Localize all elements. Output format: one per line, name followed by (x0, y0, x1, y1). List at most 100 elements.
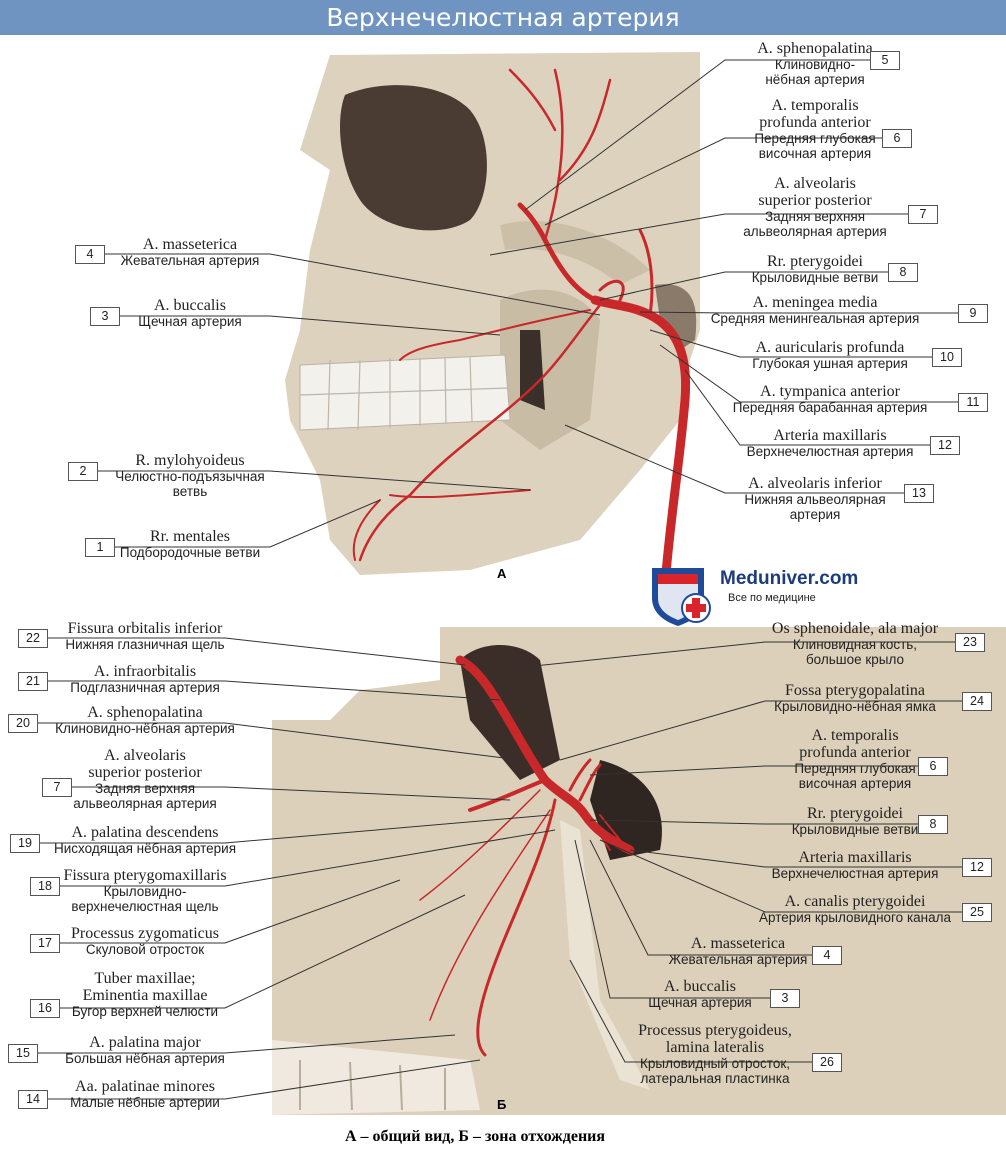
latin-term: A. sphenopalatina (87, 704, 203, 721)
russian-term: Челюстно-подъязычная (115, 469, 265, 484)
leader-line (599, 271, 888, 301)
latin-term: A. canalis pterygoidei (784, 893, 926, 910)
russian-term: Передняя глубокая (794, 761, 916, 776)
label-number-box: 12 (962, 858, 992, 877)
russian-term: Задняя верхняя (764, 209, 866, 224)
russian-term: Жевательная артерия (120, 253, 260, 268)
latin-term: profunda anterior (799, 744, 911, 761)
russian-term: Клиновидно-нёбная артерия (55, 721, 235, 736)
russian-term: Большая нёбная артерия (65, 1051, 225, 1066)
leader-line (48, 637, 466, 666)
label-number-box: 23 (955, 633, 985, 652)
label-number-box: 16 (30, 999, 60, 1018)
russian-term: Крыловидный отросток, (639, 1056, 791, 1071)
leader-line (589, 839, 812, 956)
label-number-box: 4 (812, 946, 842, 965)
leader-line (559, 700, 962, 761)
russian-term: верхнечелюстная щель (71, 899, 219, 914)
latin-term: Os sphenoidale, ala major (771, 620, 939, 637)
leader-line (60, 829, 556, 887)
leader-line (684, 369, 930, 446)
latin-term: Arteria maxillaris (773, 427, 887, 444)
leader-line (564, 424, 904, 494)
leader-line (38, 722, 521, 761)
leader-line (115, 499, 381, 548)
russian-term: ветвь (172, 484, 208, 499)
latin-term: A. masseterica (690, 935, 786, 952)
russian-term: Малые нёбные артерии (70, 1095, 220, 1110)
latin-term: Fissura pterygomaxillaris (63, 867, 227, 884)
label-number-box: 8 (888, 263, 918, 282)
leader-line (514, 641, 955, 669)
latin-term: Processus pterygoideus, (638, 1022, 792, 1039)
label-number-box: 4 (75, 245, 105, 264)
shield-cross-icon (652, 568, 711, 626)
logo-tagline: Все по медицине (728, 592, 816, 604)
leader-lines (38, 59, 962, 1100)
label-number-box: 12 (930, 436, 960, 455)
russian-term: Бугор верхней челюсти (71, 1004, 219, 1019)
leader-line (48, 1059, 481, 1100)
label-number-box: 5 (870, 51, 900, 70)
leader-line (589, 819, 918, 825)
russian-term: Крыловидные ветви (791, 822, 919, 837)
leader-line (629, 849, 962, 868)
label-number-box: 18 (30, 877, 60, 896)
label-number-box: 21 (18, 672, 48, 691)
leader-line (72, 786, 511, 801)
figure-caption: А – общий вид, Б – зона отхождения (344, 1128, 606, 1145)
latin-term: A. sphenopalatina (757, 40, 873, 57)
latin-term: Fossa pterygopalatina (785, 682, 925, 699)
latin-term: R. mylohyoideus (135, 452, 245, 469)
russian-term: Нижняя глазничная щель (65, 637, 225, 652)
label-number-box: 1 (85, 538, 115, 557)
leader-line (120, 315, 501, 336)
leader-line (569, 959, 812, 1063)
latin-term: A. temporalis (771, 97, 859, 114)
russian-term: Нисходящая нёбная артерия (53, 841, 237, 856)
russian-term: латеральная пластинка (640, 1071, 790, 1086)
label-number-box: 7 (908, 205, 938, 224)
russian-term: Клиновидная кость, (792, 637, 918, 652)
russian-term: Щечная артерия (138, 314, 242, 329)
logo-name: Meduniver.com (720, 568, 859, 589)
latin-term: A. tympanica anterior (760, 383, 900, 400)
latin-term: A. temporalis (811, 727, 899, 744)
russian-term: Крыловидно-нёбная ямка (774, 699, 936, 714)
russian-term: Средняя менингеальная артерия (710, 311, 920, 326)
meduniver-logo: Meduniver.com Все по медицине (648, 562, 858, 628)
pterygopalatine-zone-view (272, 627, 1006, 1115)
russian-term: большое крыло (805, 652, 905, 667)
russian-term: Артерия крыловидного канала (758, 910, 952, 925)
latin-term: A. buccalis (664, 978, 736, 995)
label-number-box: 19 (10, 834, 40, 853)
russian-term: Нижняя альвеолярная (744, 492, 886, 507)
label-number-box: 2 (68, 462, 98, 481)
label-number-box: 6 (882, 129, 912, 148)
label-number-box: 22 (18, 629, 48, 648)
leader-line (599, 839, 962, 913)
latin-term: Rr. pterygoidei (807, 805, 903, 822)
latin-term: profunda anterior (759, 114, 871, 131)
label-number-box: 24 (962, 692, 992, 711)
latin-term: lamina lateralis (665, 1039, 765, 1056)
latin-term: A. masseterica (142, 236, 238, 253)
leader-line (60, 879, 401, 944)
russian-term: артерия (789, 507, 841, 522)
label-number-box: 3 (90, 307, 120, 326)
label-number-box: 11 (958, 393, 988, 412)
russian-term: Верхнечелюстная артерия (746, 444, 914, 459)
latin-term: Rr. mentales (150, 528, 230, 545)
